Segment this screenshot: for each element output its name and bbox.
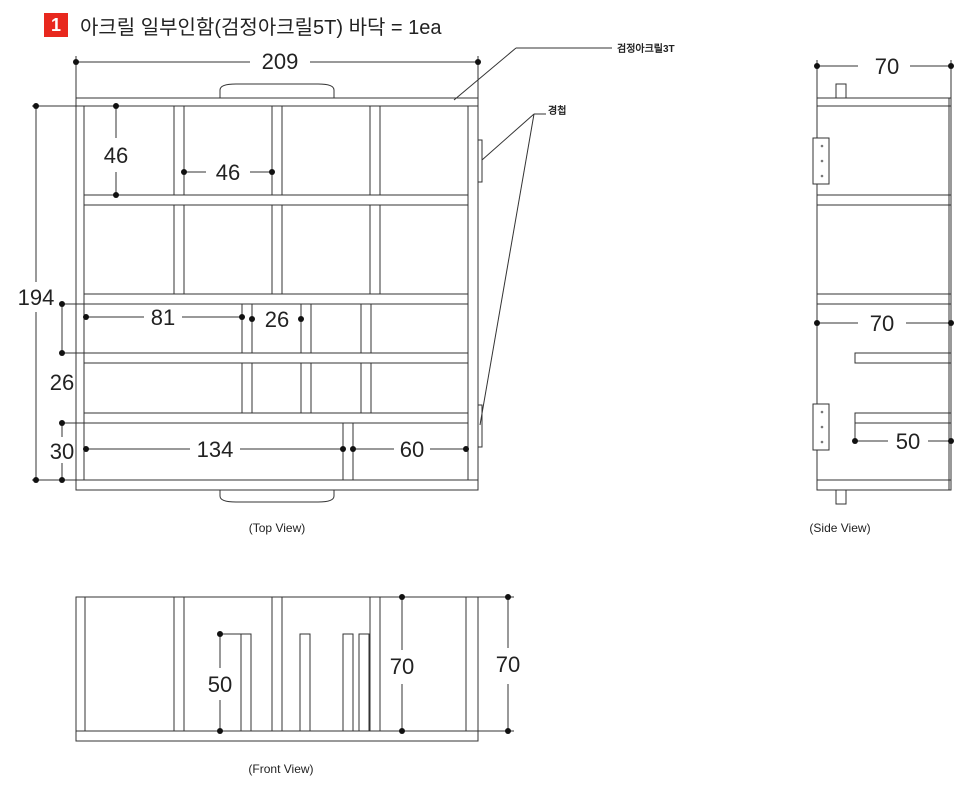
dim-top-width: 209: [262, 49, 299, 74]
divider-m2a: [300, 303, 312, 354]
bottom-handle: [219, 489, 335, 503]
top-view-left-wall: [75, 105, 85, 481]
section-number-badge: 1: [44, 13, 68, 37]
callout-hinge: 경첩: [548, 104, 566, 117]
divider-v2b: [271, 204, 283, 295]
dim-row-30: 30: [50, 439, 74, 464]
dim-cell-width: 46: [216, 160, 240, 185]
divider-v2a: [271, 105, 283, 196]
divider-m1a: [241, 303, 253, 354]
dim-row-26: 26: [50, 370, 74, 395]
side-knob-top: [835, 83, 847, 99]
shelf-1: [83, 194, 469, 206]
shelf-3: [83, 352, 469, 364]
divider-v1b: [173, 204, 185, 295]
dim-front-inner-height: 50: [208, 672, 232, 697]
divider-v3b: [369, 204, 381, 295]
side-knob-bottom: [835, 489, 847, 505]
front-low-divider-3: [342, 633, 354, 732]
front-low-divider-1: [240, 633, 252, 732]
dim-front-total-height: 70: [496, 652, 520, 677]
front-view: 50 70 70 (Front View): [75, 594, 520, 776]
callout-material: 검정아크릴3T: [617, 42, 675, 55]
side-shelf-4: [854, 412, 952, 424]
caption-front-view: (Front View): [248, 762, 313, 776]
dim-side-top-width: 70: [875, 54, 899, 79]
front-left-wall: [75, 596, 86, 732]
shelf-2: [83, 293, 469, 305]
drawing-title: 아크릴 일부인함(검정아크릴5T) 바닥 = 1ea: [80, 17, 442, 39]
top-handle: [219, 83, 335, 99]
front-low-divider-4: [358, 633, 370, 732]
dim-bottom-right: 60: [400, 437, 424, 462]
top-view: 209 194 46 46 81 26 26: [18, 42, 675, 535]
dim-mid-cell: 26: [265, 307, 289, 332]
dim-cell-height: 46: [104, 143, 128, 168]
side-view-bottom-edge: [816, 479, 952, 491]
side-shelf-2: [816, 293, 952, 305]
side-view: 70 70 50 (Side View): [809, 54, 954, 535]
divider-v3a: [369, 105, 381, 196]
shelf-4: [83, 412, 469, 424]
front-low-divider-2: [299, 633, 311, 732]
divider-m3b: [360, 362, 372, 414]
dim-side-mid-width: 70: [870, 311, 894, 336]
side-shelf-3: [854, 352, 952, 364]
dim-side-shelf-width: 50: [896, 429, 920, 454]
divider-v1a: [173, 105, 185, 196]
divider-m2b: [300, 362, 312, 414]
dim-top-height: 194: [18, 285, 55, 310]
divider-m3a: [360, 303, 372, 354]
side-view-top-edge: [816, 97, 952, 107]
hinge-bottom: [477, 404, 483, 448]
caption-top-view: (Top View): [249, 521, 305, 535]
hinge-top: [477, 139, 483, 183]
top-view-right-wall: [467, 105, 479, 481]
front-divider-1: [173, 596, 185, 732]
front-divider-3: [369, 596, 381, 732]
dim-mid-width: 81: [151, 305, 175, 330]
caption-side-view: (Side View): [809, 521, 870, 535]
front-divider-2: [271, 596, 283, 732]
front-right-wall: [465, 596, 479, 732]
divider-m1b: [241, 362, 253, 414]
dim-front-mid-height: 70: [390, 654, 414, 679]
side-shelf-1: [816, 194, 952, 206]
dim-bottom-left: 134: [197, 437, 234, 462]
